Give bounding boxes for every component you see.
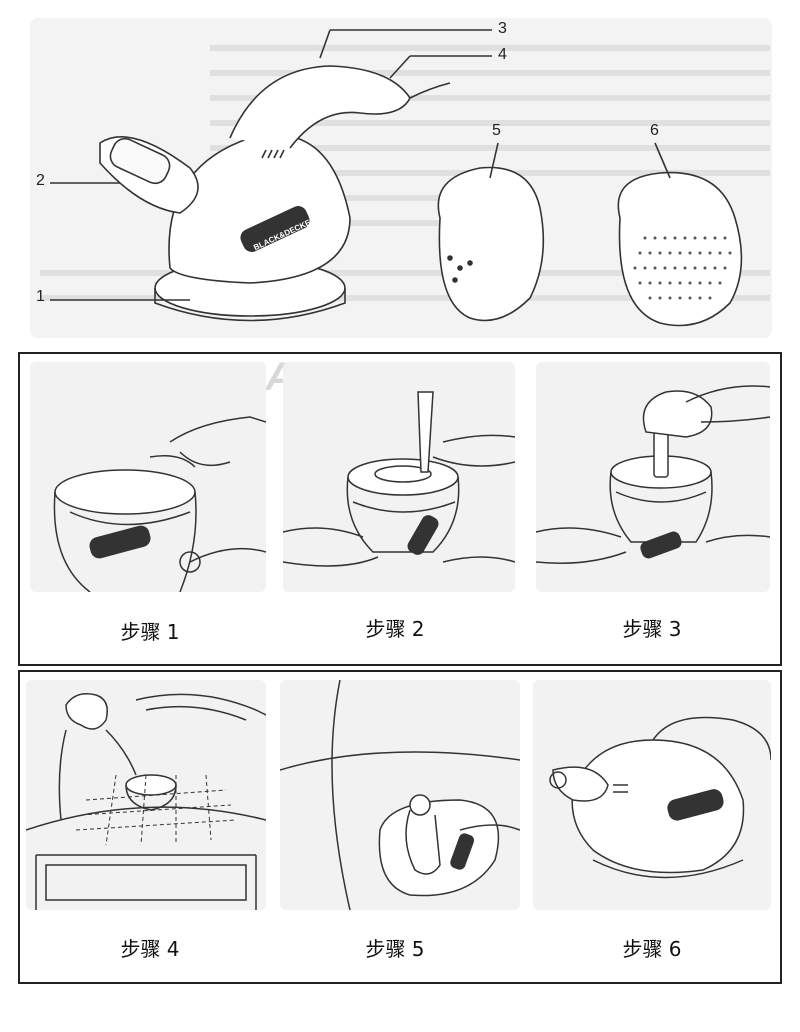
callout-3: 3 — [498, 20, 507, 37]
callout-2: 2 — [36, 172, 45, 189]
step-5-caption: 步骤 5 — [365, 937, 425, 961]
step-3-illustration — [536, 362, 770, 592]
step-1-caption: 步骤 1 — [120, 620, 180, 644]
polisher-illustration: BLACK&DECKER — [40, 29, 770, 327]
step-2-caption: 步骤 2 — [365, 617, 425, 641]
step-2-illustration — [283, 362, 515, 592]
step-4-caption: 步骤 4 — [120, 937, 180, 961]
steps-frame-2 — [18, 670, 782, 984]
callout-4: 4 — [498, 46, 507, 63]
parts-diagram-panel: BLACK&DECKER 1 2 3 4 5 6 — [30, 18, 772, 338]
step-1-illustration — [30, 362, 266, 592]
callout-1: 1 — [36, 288, 45, 305]
callout-5: 5 — [492, 122, 501, 139]
callout-6: 6 — [650, 122, 659, 139]
step-6-illustration — [533, 680, 771, 910]
step-6-caption: 步骤 6 — [622, 937, 682, 961]
step-4-illustration — [26, 680, 266, 910]
step-5-illustration — [280, 680, 520, 910]
steps-frame-1 — [18, 352, 782, 666]
step-3-caption: 步骤 3 — [622, 617, 682, 641]
